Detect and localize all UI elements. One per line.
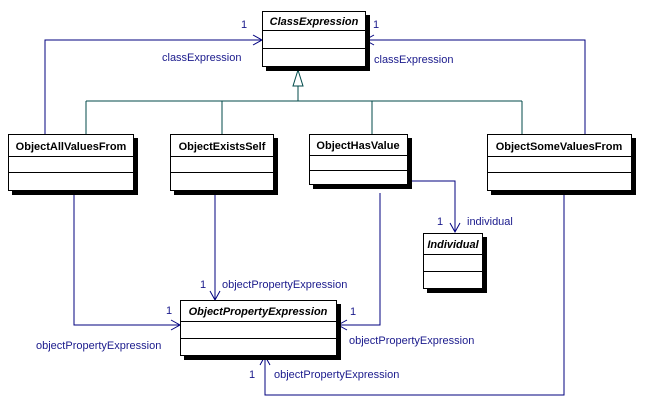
multiplicity-all-values-ope: 1 (166, 305, 172, 317)
multiplicity-some-values-ope: 1 (249, 369, 255, 381)
class-name: Individual (427, 239, 479, 251)
edge-has-value-to-ope (338, 193, 381, 326)
edge-all-values-to-class (44, 39, 262, 134)
role-exists-self-ope: objectPropertyExpression (222, 279, 347, 291)
class-name: ObjectPropertyExpression (189, 306, 328, 318)
class-name: ObjectSomeValuesFrom (496, 141, 623, 153)
multiplicity-exists-self-ope: 1 (200, 279, 206, 291)
class-name: ObjectHasValue (316, 140, 399, 152)
class-name: ObjectExistsSelf (179, 141, 266, 153)
multiplicity-individual: 1 (437, 216, 443, 228)
class-name: ObjectAllValuesFrom (16, 141, 127, 153)
role-all-values-class: classExpression (162, 52, 241, 64)
class-class-expression[interactable]: ClassExpression (262, 11, 371, 72)
class-object-all-values-from[interactable]: ObjectAllValuesFrom (8, 134, 139, 196)
class-object-has-value[interactable]: ObjectHasValue (309, 134, 413, 190)
multiplicity-all-values-class: 1 (241, 19, 247, 31)
role-has-value-ope: objectPropertyExpression (349, 335, 474, 347)
class-object-some-values-from[interactable]: ObjectSomeValuesFrom (487, 134, 637, 196)
edge-has-value-to-individual (410, 180, 456, 232)
role-individual: individual (467, 216, 513, 228)
class-object-property-expression[interactable]: ObjectPropertyExpression (180, 300, 342, 361)
edge-some-values-to-ope (264, 193, 565, 396)
generalization-edges (85, 68, 523, 134)
multiplicity-has-value-ope: 1 (350, 306, 356, 318)
role-some-values-ope: objectPropertyExpression (274, 369, 399, 381)
class-individual[interactable]: Individual (423, 233, 488, 294)
class-object-exists-self[interactable]: ObjectExistsSelf (170, 134, 279, 196)
association-edges (44, 34, 586, 396)
class-name: ClassExpression (270, 16, 359, 28)
edge-all-values-to-ope (73, 193, 180, 326)
edge-some-values-to-class (365, 39, 586, 134)
role-some-values-class: classExpression (374, 54, 453, 66)
generalization-arrowhead (292, 68, 304, 87)
multiplicity-some-values-class: 1 (373, 19, 379, 31)
role-all-values-ope: objectPropertyExpression (36, 340, 161, 352)
association-labels: 1 classExpression 1 classExpression 1 in… (36, 19, 513, 381)
arrowhead-individual (449, 222, 461, 234)
